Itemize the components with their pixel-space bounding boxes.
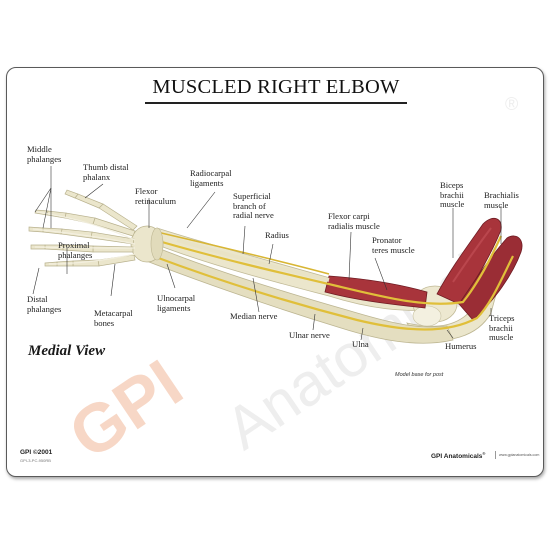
label-ulnar-nerve: Ulnar nerve xyxy=(289,330,330,340)
title-underline xyxy=(145,102,407,104)
metacarpal-5 xyxy=(97,254,136,267)
copyright: GPI ©2001 xyxy=(20,449,53,456)
brand-registered-mark: ® xyxy=(482,451,486,456)
thumb-distal-phalanx-bone xyxy=(64,189,79,199)
footer-divider xyxy=(495,451,496,459)
anatomy-illustration: GPI Anatomicals ® xyxy=(28,94,523,474)
stand-note: Model base for post xyxy=(395,372,444,378)
label-median-nerve: Median nerve xyxy=(230,311,278,321)
label-flexor-retinaculum: Flexor retinaculum xyxy=(135,186,177,206)
ulna-bone xyxy=(148,245,454,344)
label-proximal-phalanges: Proximal phalanges xyxy=(58,240,93,260)
label-radius: Radius xyxy=(265,230,289,240)
label-triceps-brachii-muscle: Triceps brachii muscle xyxy=(489,313,515,343)
elbow-cartilage xyxy=(412,305,442,327)
brachialis-muscle xyxy=(458,235,523,321)
hand-tendons xyxy=(32,211,136,265)
brand-text: GPI Anatomicals xyxy=(431,453,483,461)
label-brachialis-muscle: Brachialis muscle xyxy=(484,190,519,210)
diagram-card: GPI Anatomicals ® xyxy=(6,67,544,477)
radial-nerve-path xyxy=(156,231,330,275)
label-thumb-distal-phalanx: Thumb distal phalanx xyxy=(83,162,129,182)
watermark-gpi: GPI xyxy=(56,345,196,474)
brand-name: GPI Anatomicals® xyxy=(431,451,485,460)
label-distal-phalanges: Distal phalanges xyxy=(27,294,62,314)
flexor-retinaculum-band xyxy=(150,227,164,261)
biceps-muscle xyxy=(436,217,502,305)
label-superficial-branch-radial-nerve: Superficial branch of radial nerve xyxy=(233,191,274,221)
phalanx-1 xyxy=(74,193,104,209)
website: www.gpianatomicals.com xyxy=(499,453,540,457)
view-label: Medial View xyxy=(28,343,106,359)
label-humerus: Humerus xyxy=(445,341,477,351)
page-title: MUSCLED RIGHT ELBOW xyxy=(152,76,400,98)
median-nerve-path xyxy=(154,235,503,305)
ulnar-nerve-path xyxy=(152,254,514,331)
label-ulnocarpal-ligaments: Ulnocarpal ligaments xyxy=(157,293,196,313)
part-number: GPI-3-PC-950RB xyxy=(20,458,51,463)
metacarpal-4 xyxy=(92,245,134,253)
label-biceps-brachii-muscle: Biceps brachii muscle xyxy=(440,180,465,210)
biceps-highlight xyxy=(452,227,492,283)
label-radiocarpal-ligaments: Radiocarpal ligaments xyxy=(190,168,232,188)
watermark-reg: ® xyxy=(505,94,518,114)
label-ulna: Ulna xyxy=(352,339,369,349)
label-pronator-teres-muscle: Pronator teres muscle xyxy=(372,235,415,255)
flexor-carpi-radialis-tendon xyxy=(176,238,330,282)
leader-lines xyxy=(32,166,502,341)
label-metacarpal-bones: Metacarpal bones xyxy=(94,308,133,328)
label-middle-phalanges: Middle phalanges xyxy=(27,144,62,164)
label-flexor-carpi-radialis-muscle: Flexor carpi radialis muscle xyxy=(328,211,380,231)
